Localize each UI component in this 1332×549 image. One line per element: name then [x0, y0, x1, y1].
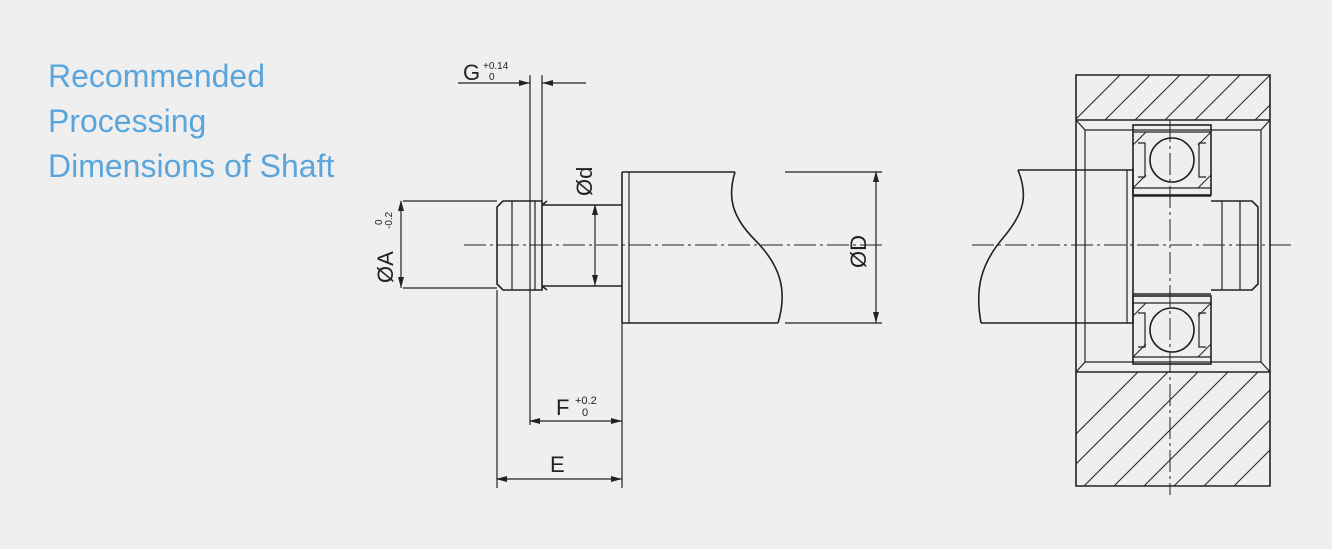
- ball-bottom: [1149, 307, 1195, 353]
- f-tolerance-lower: 0: [582, 407, 588, 419]
- ball-top: [1149, 137, 1195, 183]
- f-tolerance-upper: +0.2: [575, 395, 597, 407]
- assembly-shaft: [981, 169, 1134, 324]
- assembly-section-view: [972, 74, 1295, 495]
- e-dimension-label: E: [550, 452, 565, 477]
- bearing-bottom: [1132, 295, 1212, 365]
- g-tolerance-upper: +0.14: [483, 61, 509, 72]
- title-line-3: Dimensions of Shaft: [48, 148, 335, 184]
- shaft-d-section: [541, 200, 622, 291]
- outer-ring: [1075, 74, 1271, 487]
- g-dimension-label: G: [463, 60, 480, 85]
- a-dimension-label: ØA: [373, 251, 398, 283]
- break-line-left: [730, 171, 783, 324]
- title-line-2: Processing: [48, 103, 207, 139]
- D-dimension-label: ØD: [846, 235, 871, 268]
- f-dimension-label: F: [556, 395, 569, 420]
- shaft-left-view: G +0.14 0 Ød ØA 0 -0.2 ØD F +0.2 0 E: [373, 60, 885, 488]
- a-tolerance-upper: 0: [374, 219, 385, 225]
- break-line-right: [977, 169, 1025, 324]
- d-dimension-label: Ød: [572, 167, 597, 196]
- a-tolerance-lower: -0.2: [384, 211, 395, 229]
- g-tolerance-lower: 0: [489, 72, 495, 83]
- assembly-shaft-end: [1211, 200, 1259, 291]
- bearing-top: [1132, 124, 1212, 196]
- diagram-title: Recommended Processing Dimensions of Sha…: [48, 54, 334, 189]
- title-line-1: Recommended: [48, 58, 265, 94]
